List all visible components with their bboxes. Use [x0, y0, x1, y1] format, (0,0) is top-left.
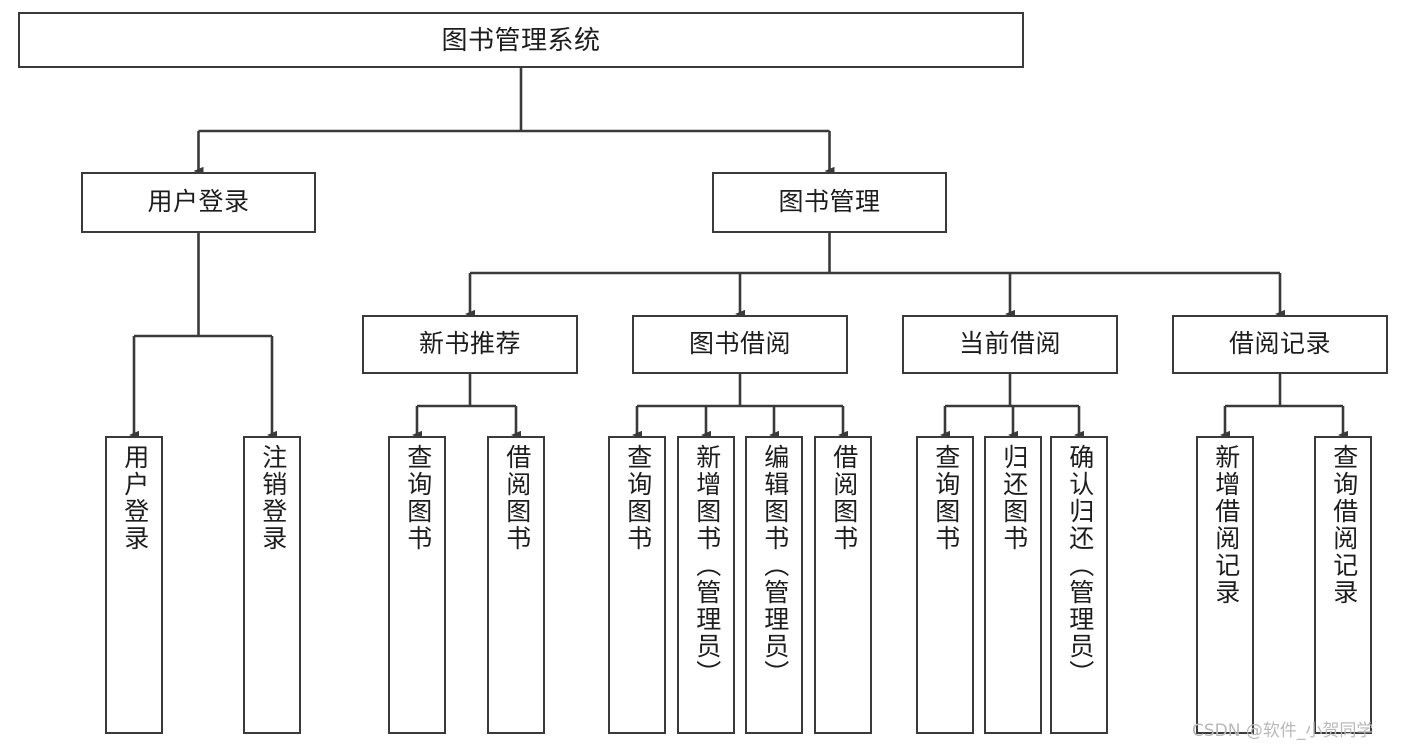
node-label: 新增借阅记录	[1211, 444, 1240, 606]
node-leaf-query-record[interactable]: 查询借阅记录	[1314, 436, 1372, 734]
node-label: 用户登录	[120, 444, 149, 552]
node-label: 查询图书	[623, 444, 652, 552]
node-leaf-confirm-return[interactable]: 确认归还（管理员）	[1050, 436, 1108, 734]
node-leaf-borrow-book-1[interactable]: 借阅图书	[487, 436, 545, 734]
node-root[interactable]: 图书管理系统	[18, 12, 1024, 68]
node-leaf-query-book-1[interactable]: 查询图书	[388, 436, 446, 734]
node-leaf-logout[interactable]: 注销登录	[243, 436, 301, 734]
node-label: 借阅图书	[829, 444, 858, 552]
node-label: 新书推荐	[418, 329, 521, 358]
node-leaf-user-login[interactable]: 用户登录	[105, 436, 163, 734]
node-label: 查询图书	[931, 444, 960, 552]
node-label: 确认归还（管理员）	[1065, 444, 1094, 687]
node-book-manage[interactable]: 图书管理	[712, 172, 947, 233]
node-label: 归还图书	[999, 444, 1028, 552]
node-user-login[interactable]: 用户登录	[81, 172, 316, 233]
node-label: 当前借阅	[958, 329, 1061, 358]
node-label: 注销登录	[258, 444, 287, 552]
node-leaf-return-book[interactable]: 归还图书	[984, 436, 1042, 734]
node-label: 图书借阅	[688, 329, 791, 358]
node-label: 借阅图书	[502, 444, 531, 552]
node-label: 编辑图书（管理员）	[760, 444, 789, 687]
edge-paths	[129, 68, 1348, 440]
node-leaf-borrow-book-2[interactable]: 借阅图书	[814, 436, 872, 734]
node-label: 查询借阅记录	[1329, 444, 1358, 606]
node-borrow-record[interactable]: 借阅记录	[1172, 315, 1388, 374]
node-leaf-edit-book[interactable]: 编辑图书（管理员）	[745, 436, 803, 734]
node-leaf-query-book-3[interactable]: 查询图书	[916, 436, 974, 734]
node-label: 查询图书	[403, 444, 432, 552]
node-label: 用户登录	[147, 187, 250, 216]
node-label: 新增图书（管理员）	[692, 444, 721, 687]
node-current-borrow[interactable]: 当前借阅	[902, 315, 1118, 374]
node-leaf-add-record[interactable]: 新增借阅记录	[1196, 436, 1254, 734]
node-label: 借阅记录	[1228, 329, 1331, 358]
node-book-borrow[interactable]: 图书借阅	[632, 315, 848, 374]
watermark: CSDN @软件_小贺同学	[1192, 721, 1374, 741]
node-leaf-query-book-2[interactable]: 查询图书	[608, 436, 666, 734]
node-label: 图书管理系统	[441, 24, 601, 55]
node-leaf-add-book[interactable]: 新增图书（管理员）	[677, 436, 735, 734]
node-new-book-rec[interactable]: 新书推荐	[362, 315, 578, 374]
node-label: 图书管理	[778, 187, 881, 216]
